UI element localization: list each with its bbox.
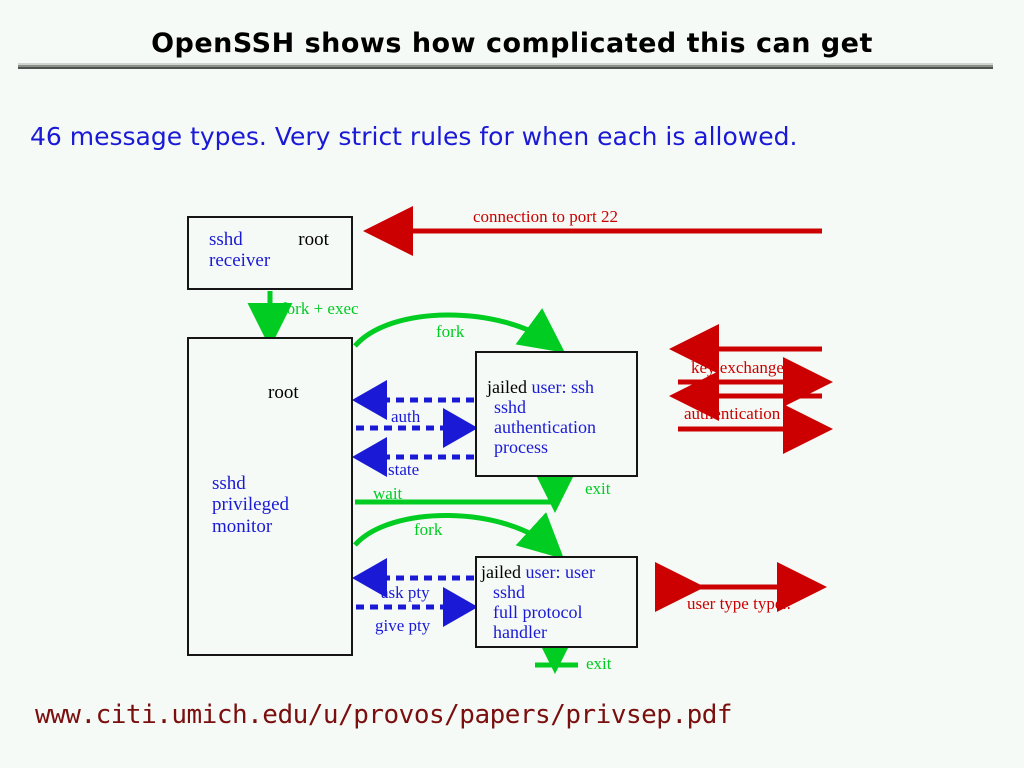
protocol-handler-user: user: user: [525, 562, 595, 582]
protocol-handler-line1: sshd: [493, 582, 526, 603]
page-title: OpenSSH shows how complicated this can g…: [151, 28, 873, 59]
label-user-type: user type type..: [687, 594, 791, 613]
green-arrow-fork-bottom: [353, 512, 565, 560]
auth-process-label: jailed user: ssh sshd authentication pro…: [487, 377, 596, 458]
label-ask-pty: ask pty: [381, 583, 430, 602]
title-divider: [18, 63, 993, 69]
protocol-handler-label: jailed user: user sshd full protocol han…: [481, 562, 595, 643]
sshd-receiver-line2: receiver: [209, 250, 271, 272]
label-exit-top: exit: [585, 479, 611, 498]
green-arrow-fork-top: [353, 308, 566, 353]
label-give-pty: give pty: [375, 616, 431, 635]
protocol-handler-jailed: jailed: [481, 562, 521, 582]
label-wait: wait: [373, 484, 403, 503]
auth-process-line3: process: [494, 437, 548, 458]
label-authentication: authentication: [684, 404, 781, 423]
box-auth-process: [475, 351, 638, 477]
auth-process-jailed: jailed: [487, 377, 527, 397]
footer-url: www.citi.umich.edu/u/provos/papers/privs…: [35, 700, 733, 730]
green-arrow-exit-top: [355, 468, 578, 513]
label-key-exchange: key exchange: [691, 358, 784, 377]
box-sshd-receiver-label: sshd root receiver: [209, 229, 329, 272]
green-arrow-exit-bottom: [532, 629, 578, 674]
label-fork-top: fork: [436, 322, 465, 341]
sshd-receiver-user: root: [298, 229, 329, 250]
privileged-monitor-line1: sshd: [212, 473, 246, 494]
auth-process-user: user: ssh: [531, 377, 594, 397]
label-fork-bottom: fork: [414, 520, 443, 539]
auth-process-line1: sshd: [494, 397, 527, 418]
subtitle-text: 46 message types. Very strict rules for …: [30, 122, 798, 151]
label-exit-bottom: exit: [586, 654, 612, 673]
privileged-monitor-label: sshd privileged monitor: [212, 473, 289, 537]
sshd-receiver-line1-blue: sshd: [209, 229, 243, 250]
privileged-monitor-line2: privileged: [212, 494, 290, 516]
label-state: state: [388, 460, 420, 479]
auth-process-line2: authentication: [494, 417, 596, 438]
box-privileged-monitor: [187, 337, 353, 656]
label-connection-to-port: connection to port 22: [473, 207, 618, 226]
privileged-monitor-user: root: [268, 382, 299, 403]
label-fork-exec: fork + exec: [281, 299, 359, 318]
protocol-handler-line3: handler: [493, 622, 547, 643]
protocol-handler-line2: full protocol: [493, 602, 583, 623]
label-auth: auth: [391, 407, 421, 426]
privileged-monitor-line3: monitor: [212, 515, 273, 537]
box-sshd-receiver: [187, 216, 353, 290]
